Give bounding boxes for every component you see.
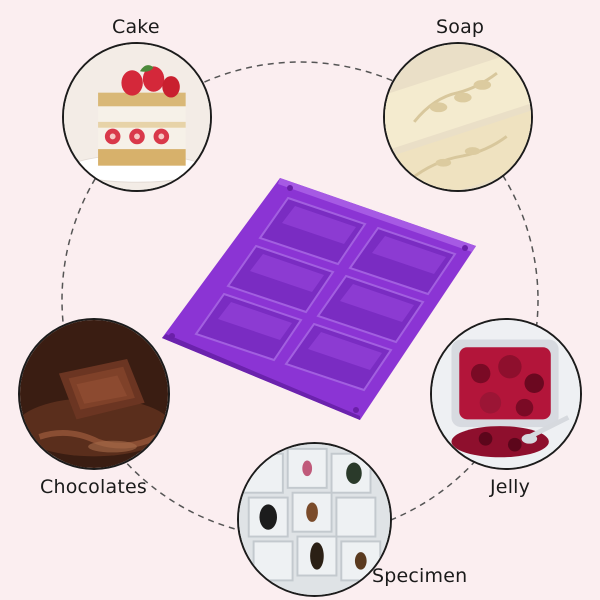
label-soap: Soap [436,16,485,38]
label-specimen: Specimen [372,565,468,587]
specimen-photo [237,442,392,597]
soap-photo [383,42,533,192]
cake-photo [62,42,212,192]
jelly-photo [430,318,582,470]
label-cake: Cake [112,16,160,38]
silicone-mold-image [162,178,476,420]
label-jelly: Jelly [490,476,531,498]
chocolates-photo [18,318,170,470]
label-chocolates: Chocolates [40,476,147,498]
